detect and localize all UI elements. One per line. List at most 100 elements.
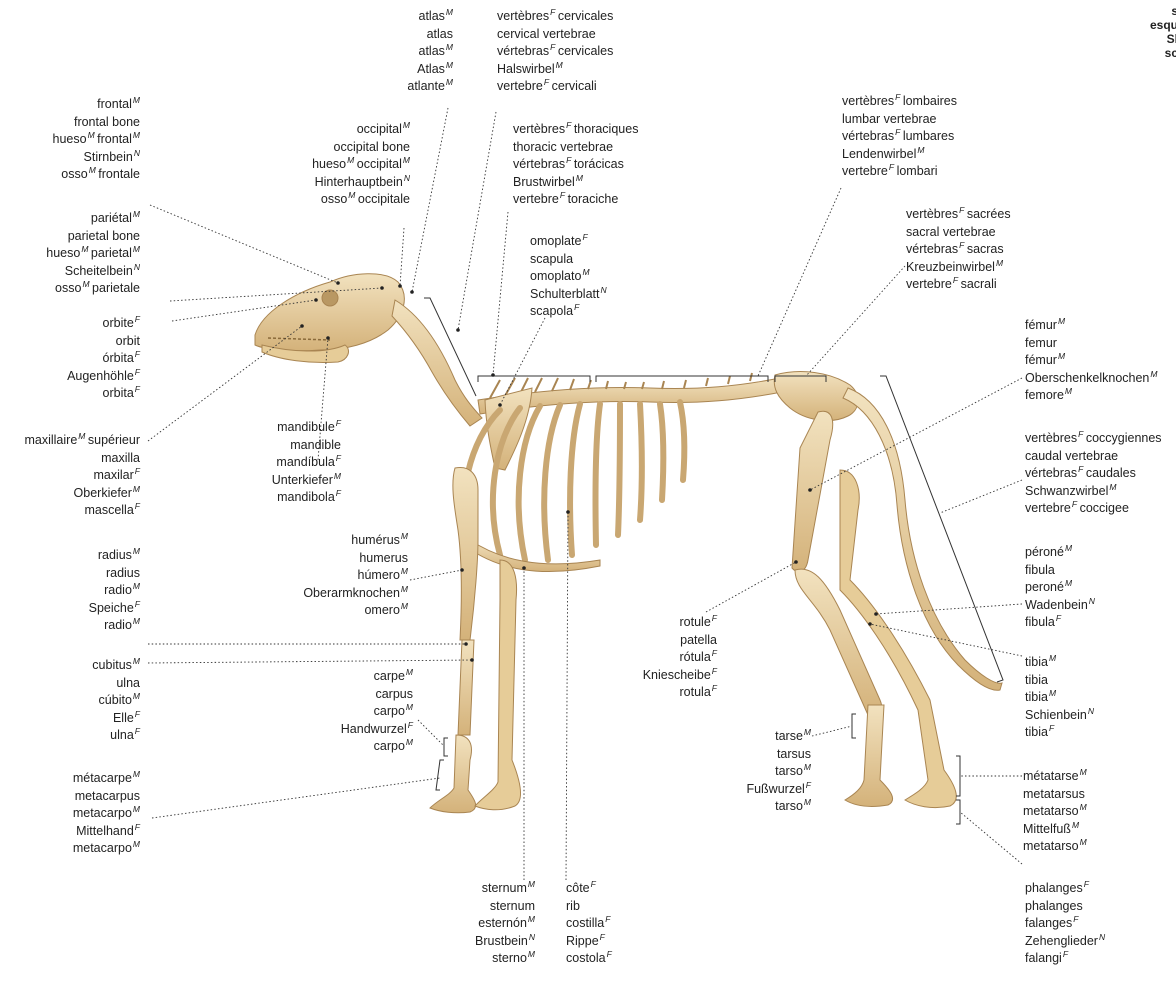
term-text: Halswirbel: [497, 62, 555, 76]
gender-marker: M: [446, 42, 453, 52]
term-text: fibula: [1025, 615, 1055, 629]
gender-marker: N: [404, 173, 410, 183]
term-text: osso: [321, 192, 347, 206]
term-line: vertebreF lombari: [842, 163, 957, 181]
gender-marker: N: [134, 262, 140, 272]
term-text: mascella: [84, 503, 133, 517]
gender-marker: M: [133, 656, 140, 666]
term-text: falanges: [1025, 916, 1072, 930]
term-text: Kniescheibe: [643, 668, 711, 682]
gender-marker: M: [133, 209, 140, 219]
term-text: Schulterblatt: [530, 287, 599, 301]
term-line: RippeF: [566, 933, 612, 951]
gender-marker: F: [806, 780, 811, 790]
term-text: mandíbula: [276, 455, 334, 469]
gender-marker: M: [446, 77, 453, 87]
term-text: frontal: [95, 132, 132, 146]
term-line: vertebreF cervicali: [497, 78, 613, 96]
gender-marker: M: [917, 145, 924, 155]
term-text: ulna: [110, 728, 134, 742]
term-text: frontal: [97, 97, 132, 111]
gender-marker: M: [334, 471, 341, 481]
term-line: FußwurzelF: [746, 781, 811, 799]
label-fibula: péronéMfibulaperonéMWadenbeinNfibulaF: [1025, 544, 1095, 632]
term-text: sacrées: [964, 207, 1010, 221]
gender-marker: F: [574, 302, 579, 312]
term-line: tibiaM: [1025, 654, 1094, 672]
label-metatarsus: métatarseMmetatarsusmetatarsoMMittelfußM…: [1023, 768, 1087, 856]
term-line: pariétalM: [46, 210, 140, 228]
term-text: occipital: [354, 157, 402, 171]
term-text: tibia: [1025, 725, 1048, 739]
term-line: carpus: [341, 686, 413, 704]
term-line: OberschenkelknochenM: [1025, 370, 1157, 388]
label-carpus: carpeMcarpuscarpoMHandwurzelFcarpoM: [341, 668, 413, 756]
term-text: hueso: [53, 132, 87, 146]
gender-marker: N: [1089, 596, 1095, 606]
gender-marker: M: [1080, 837, 1087, 847]
label-occipital-bone: occipitalMoccipital bonehuesoM occipital…: [312, 121, 410, 209]
term-text: hueso: [312, 157, 346, 171]
term-text: vertèbres: [1025, 431, 1077, 445]
gender-marker: F: [591, 879, 596, 889]
gender-marker: M: [133, 484, 140, 494]
gender-marker: N: [529, 932, 535, 942]
gender-marker: M: [133, 95, 140, 105]
term-line: tarsoM: [746, 763, 811, 781]
term-text: vértebras: [842, 129, 894, 143]
term-line: caudal vertebrae: [1025, 448, 1162, 466]
gender-marker: M: [996, 258, 1003, 268]
label-caudal-vertebrae: vertèbresF coccygiennescaudal vertebrae v…: [1025, 430, 1162, 518]
term-text: parietal: [88, 246, 132, 260]
term-line: mandibuleF: [272, 419, 341, 437]
header-line: esqu: [1150, 18, 1176, 32]
term-text: carpo: [374, 704, 405, 718]
term-line: atlanteM: [407, 78, 453, 96]
term-text: Atlas: [417, 62, 445, 76]
term-text: tibia: [1025, 690, 1048, 704]
term-line: SchwanzwirbelM: [1025, 483, 1162, 501]
term-text: Speiche: [89, 601, 134, 615]
label-metacarpus: métacarpeMmetacarpusmetacarpoMMittelhand…: [73, 770, 140, 858]
term-line: fémurM: [1025, 352, 1157, 370]
label-scapula: omoplateFscapulaomoplatoMSchulterblattNs…: [530, 233, 607, 321]
gender-marker: M: [88, 130, 95, 140]
header-line: Sl: [1150, 32, 1176, 46]
gender-marker: F: [1063, 949, 1068, 959]
term-text: radio: [104, 583, 132, 597]
term-text: atlas: [419, 44, 445, 58]
term-line: huesoM frontalM: [53, 131, 141, 149]
term-text: vértebras: [497, 44, 549, 58]
term-text: Elle: [113, 711, 134, 725]
term-text: torácicas: [571, 157, 624, 171]
term-line: rotulaF: [643, 684, 717, 702]
term-line: cubitusM: [92, 657, 140, 675]
term-line: LendenwirbelM: [842, 146, 957, 164]
term-text: maxilar: [94, 468, 134, 482]
term-line: ulna: [92, 675, 140, 693]
gender-marker: M: [401, 584, 408, 594]
term-text: Zehenglieder: [1025, 934, 1098, 948]
term-line: femoreM: [1025, 387, 1157, 405]
orbit-hole: [322, 290, 338, 306]
term-text: Oberkiefer: [74, 486, 132, 500]
gender-marker: M: [406, 667, 413, 677]
term-text: vértebras: [513, 157, 565, 171]
term-text: sterno: [492, 951, 527, 965]
term-text: toraciche: [565, 192, 618, 206]
term-line: tibiaM: [1025, 689, 1094, 707]
term-line: vertèbresF coccygiennes: [1025, 430, 1162, 448]
gender-marker: M: [133, 581, 140, 591]
term-text: métacarpe: [73, 771, 132, 785]
term-line: ossoM parietale: [46, 280, 140, 298]
term-text: metacarpo: [73, 841, 132, 855]
term-line: occipitalM: [312, 121, 410, 139]
gender-marker: F: [1073, 914, 1078, 924]
term-text: métatarse: [1023, 769, 1079, 783]
gender-marker: M: [133, 244, 140, 254]
term-text: atlas: [419, 9, 445, 23]
term-line: AugenhöhleF: [67, 368, 140, 386]
label-maxilla: maxillaireM supérieurmaxillamaxilarFOber…: [24, 432, 140, 520]
term-text: Scheitelbein: [65, 264, 133, 278]
term-line: metacarpoM: [73, 840, 140, 858]
